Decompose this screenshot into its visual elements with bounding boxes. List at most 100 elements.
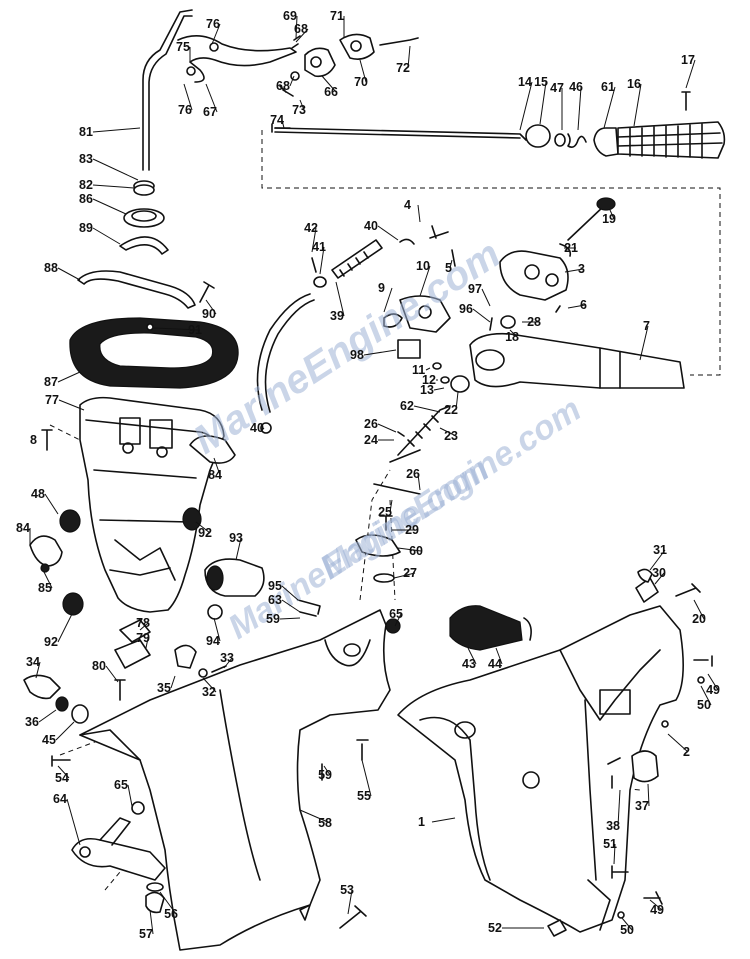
callout-leader-56 [159, 891, 177, 915]
callout-leader-90 [205, 299, 217, 315]
callout-label-53: 53 [340, 883, 354, 897]
callout-leader-14 [519, 81, 533, 131]
callout-leader-70 [359, 59, 367, 83]
callout-label-28: 28 [527, 315, 541, 329]
callout-label-69: 69 [283, 9, 297, 23]
callout-label-15: 15 [534, 75, 548, 89]
callout-label-14: 14 [518, 75, 532, 89]
callout-leader-81 [92, 127, 141, 133]
callout-label-16: 16 [627, 77, 641, 91]
callout-label-93: 93 [229, 531, 243, 545]
callout-label-89: 89 [79, 221, 93, 235]
callout-label-96: 96 [459, 302, 473, 316]
callout-leader-2 [667, 733, 689, 753]
callout-label-60: 60 [409, 544, 423, 558]
callout-leader-76 [183, 83, 193, 111]
lower-cowl-left [79, 609, 391, 951]
callout-leader-54 [57, 765, 70, 779]
callout-label-84-b: 84 [208, 468, 222, 482]
callout-leader-51 [613, 843, 616, 865]
callout-label-10: 10 [416, 259, 430, 273]
callout-label-66: 66 [324, 85, 338, 99]
callout-label-64: 64 [53, 792, 67, 806]
callout-label-86: 86 [79, 192, 93, 206]
callout-leader-16 [633, 83, 642, 127]
callout-leader-49 [707, 673, 719, 691]
callout-leader-19 [609, 209, 615, 220]
callout-label-5: 5 [445, 261, 452, 275]
callout-label-39: 39 [330, 309, 344, 323]
callout-leader-98 [363, 349, 397, 356]
callout-label-84: 84 [16, 521, 30, 535]
callout-leader-84-b [213, 457, 221, 476]
callout-label-50: 50 [697, 698, 711, 712]
callout-label-48: 48 [31, 487, 45, 501]
callout-label-22: 22 [444, 403, 458, 417]
callout-label-35: 35 [157, 681, 171, 695]
callout-label-75: 75 [176, 40, 190, 54]
lower-cowl-right [397, 605, 684, 933]
callout-leader-44 [495, 647, 503, 665]
callout-label-74: 74 [270, 113, 284, 127]
callout-label-54: 54 [55, 771, 69, 785]
callout-leader-59 [323, 765, 331, 776]
callout-leader-69 [295, 15, 298, 39]
screws-left-upper [41, 281, 215, 451]
callout-leader-43 [467, 647, 477, 665]
callout-leader-1 [431, 817, 456, 823]
callout-label-46: 46 [569, 80, 583, 94]
callout-label-95: 95 [268, 579, 282, 593]
callout-label-36: 36 [25, 715, 39, 729]
callout-label-67: 67 [203, 105, 217, 119]
cover-plate [189, 435, 236, 464]
callout-leader-36 [38, 709, 57, 723]
callout-label-11: 11 [412, 363, 425, 377]
callout-leader-62 [413, 405, 441, 413]
callout-label-87: 87 [44, 375, 58, 389]
callout-label-78: 78 [136, 616, 150, 630]
callout-label-2: 2 [683, 745, 690, 759]
callout-leader-31 [649, 549, 666, 571]
callout-label-91: 91 [188, 323, 202, 337]
callout-leader-50 [700, 685, 712, 706]
callout-label-92-b: 92 [198, 526, 212, 540]
callout-label-76-b: 76 [206, 17, 220, 31]
callout-leader-39 [335, 281, 345, 317]
callout-label-8: 8 [30, 433, 37, 447]
callout-label-59-b: 59 [266, 612, 280, 626]
small-parts-lower-left [23, 604, 369, 929]
callout-label-82: 82 [79, 178, 93, 192]
callout-leader-91 [153, 327, 201, 331]
callout-label-52: 52 [488, 921, 502, 935]
shift-linkage [297, 599, 401, 634]
callout-label-29: 29 [405, 523, 419, 537]
callout-label-49: 49 [706, 683, 720, 697]
callout-leader-40 [261, 427, 265, 431]
callout-label-79: 79 [136, 631, 150, 645]
callout-leader-67 [205, 83, 218, 113]
callout-label-71: 71 [330, 9, 344, 23]
callout-leader-18 [509, 329, 518, 338]
callout-leader-11 [425, 367, 431, 371]
callout-leader-85 [43, 571, 53, 589]
callout-leader-59-b [279, 617, 301, 620]
callout-leader-86 [92, 198, 127, 215]
callout-leader-73 [299, 99, 305, 111]
callout-leader-3 [564, 268, 584, 273]
callout-leader-33 [223, 657, 233, 669]
callout-leader-45 [55, 721, 75, 741]
callout-label-70: 70 [354, 75, 368, 89]
callout-leader-89 [92, 227, 121, 245]
small-parts-right [547, 568, 713, 937]
callout-leader-93 [235, 537, 242, 561]
callout-leader-23 [439, 427, 457, 437]
callout-leader-97 [481, 288, 491, 307]
shift-detent-parts [355, 483, 421, 583]
callout-leader-92 [57, 613, 73, 643]
retainer-clip [119, 236, 169, 255]
callout-leader-40-b [377, 225, 399, 241]
callout-label-40: 40 [250, 421, 264, 435]
callout-label-44: 44 [488, 657, 502, 671]
callout-leader-48 [44, 493, 59, 515]
top-seal-gasket [69, 317, 239, 389]
